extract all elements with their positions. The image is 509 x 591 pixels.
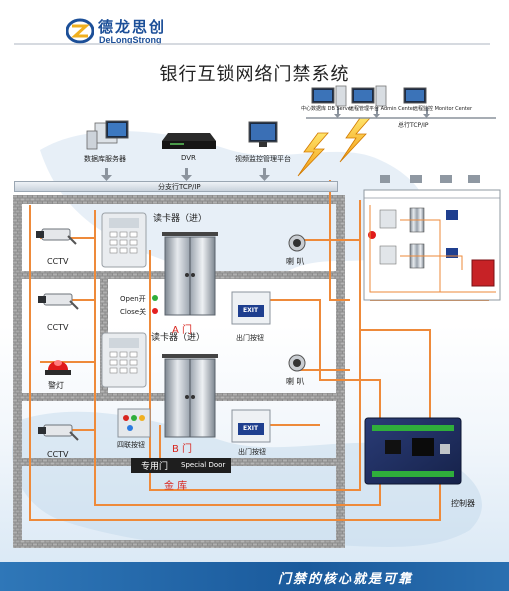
speaker-label-1: 喇 叭 xyxy=(286,257,305,266)
branch-network-bar xyxy=(14,181,338,192)
database-server-label: 数据库服务器 xyxy=(84,155,126,163)
open-indicator-label: Open开 xyxy=(120,295,146,303)
exit-button-text-2: EXIT xyxy=(243,425,259,432)
cctv-label-2: CCTV xyxy=(47,323,69,332)
video-platform-label: 视频监控管理平台 xyxy=(235,155,291,163)
center-network-label: 总行TCP/IP xyxy=(398,122,429,129)
emergency-button-label: 四联按钮 xyxy=(117,441,145,449)
footer-banner xyxy=(0,562,509,591)
alarm-light-label: 警灯 xyxy=(48,381,64,390)
card-reader-a-label: 读卡器（进） xyxy=(153,214,208,224)
card-reader-b-label: 读卡器（进） xyxy=(151,333,206,343)
special-door-en: Special Door xyxy=(181,461,226,469)
special-door-cn: 专用门 xyxy=(141,462,169,472)
center-monitor-label: 远程监控 Monitor Center xyxy=(413,106,473,112)
header-separator xyxy=(14,43,490,45)
logo: 德龙思创 DeLongStrong xyxy=(66,14,176,50)
special-door: 专用门 Special Door xyxy=(131,458,231,473)
branch-network-label: 分支行TCP/IP xyxy=(158,183,201,191)
exit-button-label-1: 出门按钮 xyxy=(236,334,264,342)
center-db-server-label: 中心数据库 DB Server xyxy=(301,106,353,112)
logo-text: 德龙思创 xyxy=(98,18,167,36)
speaker-label-2: 喇 叭 xyxy=(286,377,305,386)
door-b-label: B 门 xyxy=(172,444,193,455)
footer-slogan: 门禁的核心就是可靠 xyxy=(278,572,414,587)
controller-label: 控制器 xyxy=(451,499,475,508)
cctv-label-3: CCTV xyxy=(47,450,69,459)
logo-subtext: DeLongStrong xyxy=(99,35,162,45)
page-title: 银行互锁网络门禁系统 xyxy=(159,64,350,85)
exit-button-text-1: EXIT xyxy=(243,307,259,314)
exit-button-label-2: 出门按钮 xyxy=(238,448,266,456)
center-admin-label: 远程管理平台 Admin Center xyxy=(349,106,415,112)
door-a-label: A 门 xyxy=(172,325,193,336)
vault-label: 金 库 xyxy=(164,481,188,492)
dvr-label: DVR xyxy=(181,154,196,162)
close-indicator-label: Close关 xyxy=(120,308,147,316)
cctv-label-1: CCTV xyxy=(47,257,69,266)
logo-mark-icon xyxy=(66,18,94,44)
